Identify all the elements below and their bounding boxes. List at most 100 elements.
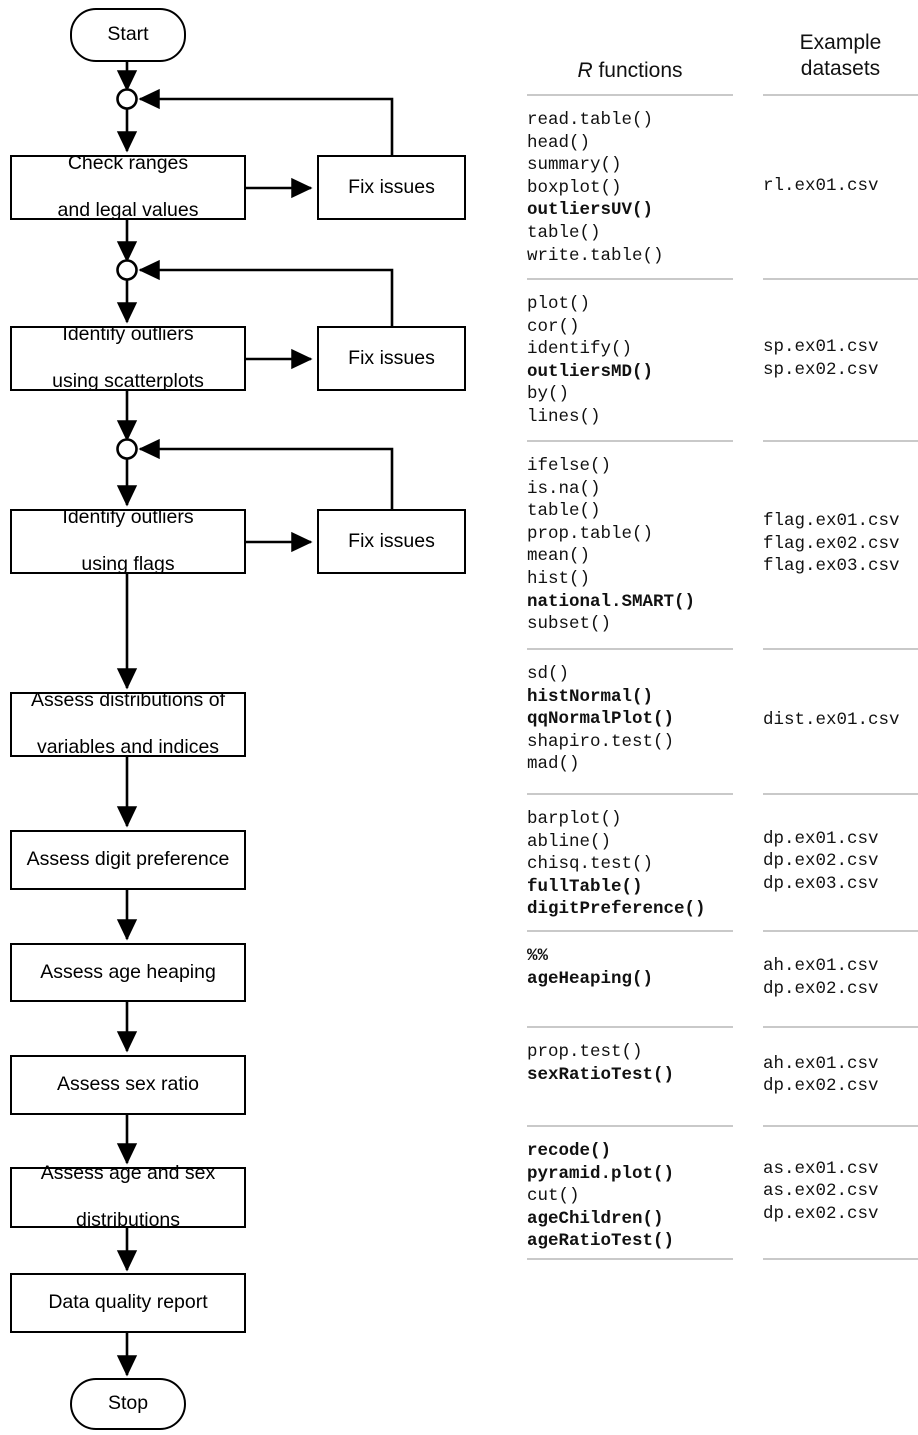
dataset-name: as.ex02.csv (763, 1181, 879, 1202)
column-header-r-functions: R functions (527, 58, 733, 84)
datasets-line-1: Example (799, 31, 882, 54)
function-name: barplot() (527, 809, 622, 829)
node-fix-issues-2[interactable]: Fix issues (317, 326, 466, 391)
dataset-name: sp.ex02.csv (763, 359, 879, 380)
line-2: using flags (81, 553, 175, 576)
function-list-0: read.table()head()summary()boxplot()outl… (527, 109, 733, 267)
table-rule-functions-2 (527, 440, 733, 442)
function-list-3: sd()histNormal()qqNormalPlot()shapiro.te… (527, 663, 733, 776)
function-list-7: recode()pyramid.plot()cut()ageChildren()… (527, 1140, 733, 1253)
edge-fix3-to-junction3 (138, 438, 394, 509)
function-name: plot() (527, 294, 591, 314)
function-name: mad() (527, 754, 580, 775)
function-list-1: plot()cor()identify()outliersMD()by()lin… (527, 293, 733, 429)
function-name: prop.test() (527, 1042, 643, 1062)
dataset-name: dp.ex02.csv (763, 978, 879, 999)
function-name: prop.table() (527, 523, 654, 544)
function-name: read.table() (527, 110, 654, 130)
dataset-name: flag.ex03.csv (763, 556, 900, 577)
node-data-quality-report-label: Data quality report (48, 1291, 208, 1314)
junction-node-3 (116, 438, 138, 460)
function-name: fullTable() (527, 876, 643, 897)
column-header-example-datasets: Example datasets (763, 30, 918, 83)
function-name: is.na() (527, 478, 601, 499)
node-data-quality-report[interactable]: Data quality report (10, 1273, 246, 1333)
function-name: sd() (527, 664, 570, 684)
r-italic: R (577, 59, 593, 82)
function-name: recode() (527, 1141, 612, 1161)
node-identify-outliers-scatterplots[interactable]: Identify outliers using scatterplots (10, 323, 246, 394)
table-rule-functions-8 (527, 1258, 733, 1260)
dataset-name: ah.ex01.csv (763, 1053, 879, 1074)
flowchart-panel: Start Check ranges and legal values Fix … (10, 8, 466, 1430)
dataset-name: rl.ex01.csv (763, 175, 879, 196)
function-name: abline() (527, 831, 612, 852)
node-assess-digit-preference[interactable]: Assess digit preference (10, 830, 246, 890)
table-rule-functions-0 (527, 94, 733, 96)
node-fix-issues-2-label: Fix issues (348, 346, 435, 369)
node-assess-digit-preference-label: Assess digit preference (26, 848, 230, 871)
dataset-name: as.ex01.csv (763, 1158, 879, 1179)
node-identify-outliers-flags[interactable]: Identify outliers using flags (10, 506, 246, 577)
function-list-6: prop.test()sexRatioTest() (527, 1041, 733, 1086)
dataset-name: flag.ex01.csv (763, 511, 900, 532)
dataset-list-0: rl.ex01.csv (763, 175, 918, 198)
table-rule-datasets-4 (763, 793, 918, 795)
node-stop[interactable]: Stop (70, 1378, 186, 1430)
line-2: distributions (75, 1209, 181, 1232)
function-name: hist() (527, 568, 591, 589)
dataset-name: dp.ex02.csv (763, 1076, 879, 1097)
datasets-line-2: datasets (800, 57, 881, 81)
dataset-name: dp.ex02.csv (763, 851, 879, 872)
function-name: histNormal() (527, 686, 654, 707)
node-fix-issues-3[interactable]: Fix issues (317, 509, 466, 574)
function-name: cor() (527, 316, 580, 337)
table-rule-datasets-6 (763, 1026, 918, 1028)
node-identify-outliers-flags-label: Identify outliers using flags (50, 506, 205, 577)
line-1: Identify outliers (62, 505, 194, 528)
node-start[interactable]: Start (70, 8, 186, 62)
node-fix-issues-1[interactable]: Fix issues (317, 155, 466, 220)
function-name: shapiro.test() (527, 731, 675, 752)
node-identify-outliers-scatterplots-label: Identify outliers using scatterplots (40, 323, 216, 394)
node-assess-age-heaping-label: Assess age heaping (40, 960, 216, 983)
junction-node-2 (116, 259, 138, 281)
node-assess-age-sex-distributions-label: Assess age and sex distributions (29, 1162, 228, 1233)
line-1: Identify outliers (62, 322, 194, 345)
reference-table: R functions Example datasets read.table(… (480, 0, 918, 1435)
node-assess-sex-ratio-label: Assess sex ratio (57, 1073, 199, 1096)
function-name: ifelse() (527, 456, 612, 476)
dataset-name: flag.ex02.csv (763, 533, 900, 554)
line-1: Assess age and sex (40, 1161, 216, 1184)
function-name: cut() (527, 1186, 580, 1207)
junction-node-1 (116, 88, 138, 110)
node-assess-distributions[interactable]: Assess distributions of variables and in… (10, 689, 246, 760)
function-name: digitPreference() (527, 899, 706, 920)
function-name: national.SMART() (527, 591, 696, 612)
function-name: table() (527, 222, 601, 243)
node-check-ranges[interactable]: Check ranges and legal values (10, 152, 246, 221)
function-name: ageHeaping() (527, 968, 654, 989)
function-name: identify() (527, 339, 633, 360)
function-name: outliersUV() (527, 200, 654, 221)
function-list-2: ifelse()is.na()table()prop.table()mean()… (527, 455, 733, 636)
node-stop-label: Stop (107, 1392, 149, 1415)
table-rule-functions-7 (527, 1125, 733, 1127)
line-2: using scatterplots (52, 370, 204, 393)
node-assess-sex-ratio[interactable]: Assess sex ratio (10, 1055, 246, 1115)
node-assess-age-sex-distributions[interactable]: Assess age and sex distributions (10, 1162, 246, 1231)
function-name: write.table() (527, 245, 664, 266)
function-list-4: barplot()abline()chisq.test()fullTable()… (527, 808, 733, 921)
function-name: qqNormalPlot() (527, 709, 675, 730)
table-rule-datasets-3 (763, 648, 918, 650)
dataset-name: ah.ex01.csv (763, 956, 879, 977)
node-assess-age-heaping[interactable]: Assess age heaping (10, 943, 246, 1002)
table-rule-datasets-2 (763, 440, 918, 442)
function-name: outliersMD() (527, 361, 654, 382)
function-name: chisq.test() (527, 854, 654, 875)
node-assess-distributions-label: Assess distributions of variables and in… (19, 689, 237, 760)
